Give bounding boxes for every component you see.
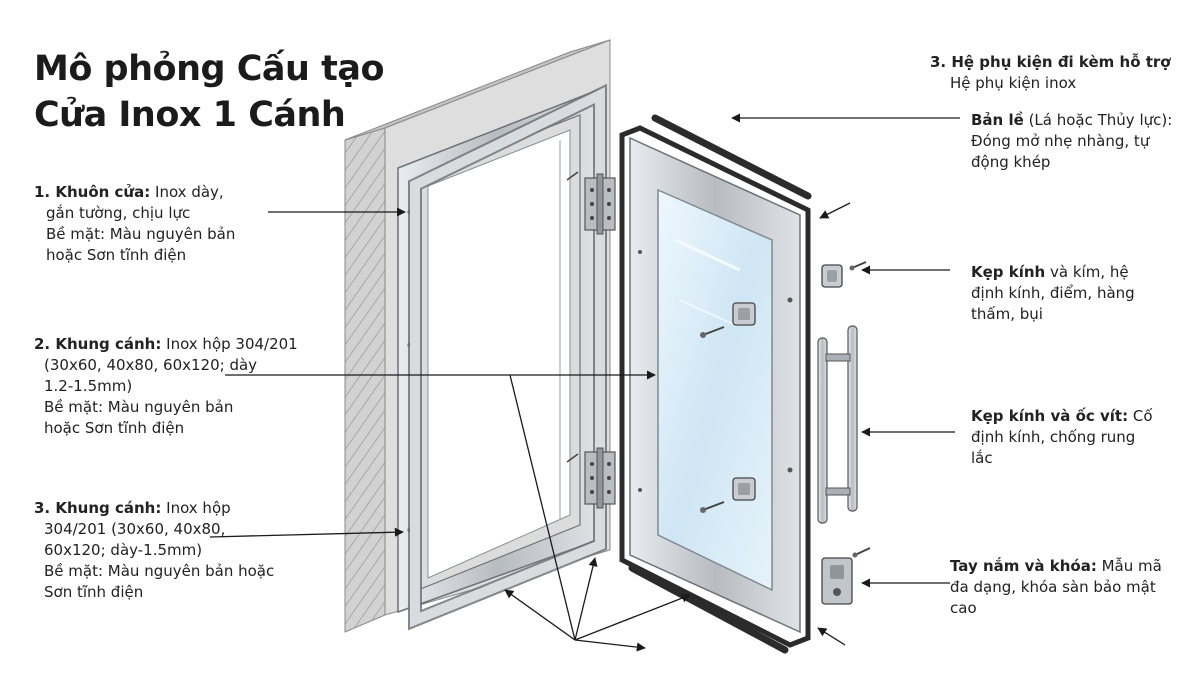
leader-arrows [209, 113, 960, 652]
annotation-text: Inox hộp [166, 499, 231, 517]
pull-handle-icon [817, 325, 858, 524]
annotation-text: đa dạng, khóa sàn bảo mật [950, 578, 1156, 596]
annotation-text: Bề mặt: Màu nguyên bản [44, 398, 234, 416]
door-frame [397, 88, 599, 614]
annotation-text: hoặc Sơn tĩnh điện [46, 246, 187, 264]
annotation-label: 2. Khung cánh: [34, 335, 162, 353]
screw-icon [566, 171, 579, 463]
annotation-text: thấm, bụi [971, 305, 1043, 323]
annotation-text: Đóng mở nhẹ nhàng, tự [971, 132, 1150, 150]
annotation-text: 60x120; dày-1.5mm) [44, 541, 203, 559]
annotation-text: Bề mặt: Màu nguyên bản [46, 225, 236, 243]
annotation-door-frame: 1. Khuôn cửa: Inox dày, gắn tường, chịu … [34, 182, 235, 266]
title-line-1: Mô phỏng Cấu tạo [34, 49, 385, 89]
annotation-label: 3. Khung cánh: [34, 499, 162, 517]
glass-clamp-icon [821, 264, 843, 288]
door-lock-icon [821, 547, 871, 605]
annotation-text: định kính, chống rung [971, 428, 1136, 446]
annotation-label: 3. Hệ phụ kiện đi kèm hỗ trợ [930, 53, 1171, 71]
annotation-glass-clamp: Kẹp kính và kím, hệ định kính, điểm, hàn… [971, 262, 1135, 325]
hinge-icon [584, 173, 616, 235]
annotation-hinge: Bản lề (Lá hoặc Thủy lực): Đóng mở nhẹ n… [971, 110, 1172, 173]
annotation-label: Bản lề [971, 111, 1024, 129]
annotation-sash-frame-2: 3. Khung cánh: Inox hộp 304/201 (30x60, … [34, 498, 274, 603]
annotation-sash-frame: 2. Khung cánh: Inox hộp 304/201 (30x60, … [34, 334, 298, 439]
page-title: Mô phỏng Cấu tạo Cửa Inox 1 Cánh [34, 46, 385, 138]
annotation-text: Bề mặt: Màu nguyên bản hoặc [44, 562, 275, 580]
annotation-text: Inox dày, [155, 183, 224, 201]
annotation-text: và kím, hệ [1050, 263, 1129, 281]
annotation-text: 304/201 (30x60, 40x80, [44, 520, 226, 538]
annotation-text: động khép [971, 153, 1051, 171]
glass-clamp-icon [732, 477, 756, 501]
sash-frame-outer [408, 83, 607, 631]
annotation-text: hoặc Sơn tĩnh điện [44, 419, 185, 437]
door-leaf [619, 125, 811, 648]
gasket-bottom [628, 564, 789, 654]
annotation-clamp-screw: Kẹp kính và ốc vít: Cố định kính, chống … [971, 406, 1153, 469]
annotation-text: 1.2-1.5mm) [44, 377, 133, 395]
screw-icon [849, 261, 867, 271]
annotation-text: định kính, điểm, hàng [971, 284, 1135, 302]
annotation-text: gắn tường, chịu lực [46, 204, 191, 222]
annotation-label: Tay nắm và khóa: [950, 557, 1097, 575]
annotation-text: cao [950, 599, 977, 617]
annotation-handle-lock: Tay nắm và khóa: Mẫu mã đa dạng, khóa sà… [950, 556, 1162, 619]
gasket-top [651, 114, 812, 200]
hinge-icon [584, 447, 616, 509]
annotation-label: Kẹp kính và ốc vít: [971, 407, 1129, 425]
annotation-text: Cố [1132, 407, 1153, 425]
annotation-text: Hệ phụ kiện inox [950, 74, 1077, 92]
annotation-label: 1. Khuôn cửa: [34, 183, 151, 201]
annotation-text: lắc [971, 449, 993, 467]
annotation-text: (30x60, 40x80, 60x120; dày [44, 356, 258, 374]
screw-icon [700, 326, 725, 513]
annotation-accessories-header: 3. Hệ phụ kiện đi kèm hỗ trợ Hệ phụ kiện… [930, 52, 1171, 94]
title-line-2: Cửa Inox 1 Cánh [34, 95, 346, 135]
annotation-text: Sơn tĩnh điện [44, 583, 144, 601]
annotation-label: Kẹp kính [971, 263, 1046, 281]
annotation-text: Inox hộp 304/201 [166, 335, 298, 353]
glass-clamp-icon [732, 302, 756, 326]
annotation-text: (Lá hoặc Thủy lực): [1028, 111, 1173, 129]
annotation-text: Mẫu mã [1101, 557, 1162, 575]
